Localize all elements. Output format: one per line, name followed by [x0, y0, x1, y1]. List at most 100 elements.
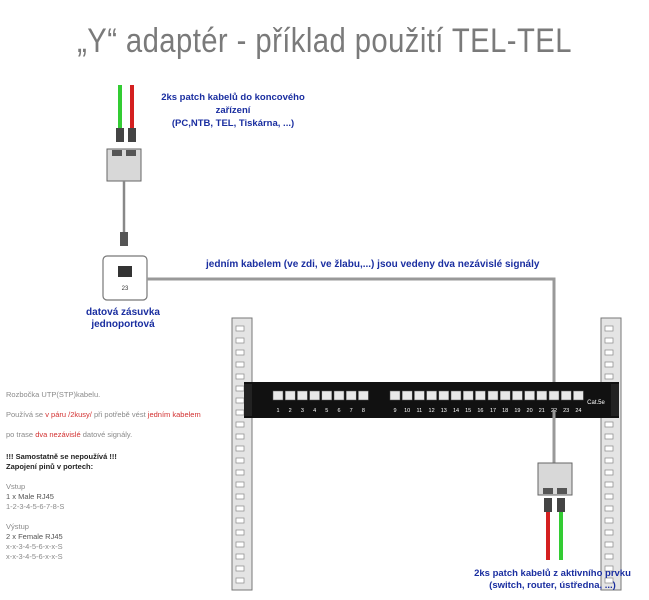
description-block: Rozbočka UTP(STP)kabelu. Používá se v pá…: [6, 390, 236, 562]
panel-port: [475, 390, 486, 401]
panel-port: [321, 390, 333, 401]
rack-hole: [604, 445, 614, 452]
panel-port: [512, 390, 523, 401]
rack-hole: [235, 445, 245, 452]
desc-input-label: Vstup: [6, 482, 26, 491]
desc-output-pins-1: x-x-3-4-5-6-x-x-S: [6, 542, 63, 551]
top-note-line2: (PC,NTB, TEL, Tiskárna, ...): [171, 118, 295, 129]
desc-line1: Rozbočka UTP(STP)kabelu.: [6, 390, 101, 399]
panel-port-number: 15: [465, 408, 471, 414]
panel-port: [389, 390, 401, 401]
panel-port-number: 23: [563, 408, 569, 414]
rack-hole: [604, 349, 614, 356]
rack-hole: [235, 553, 245, 560]
rack-hole: [604, 529, 614, 536]
bottom-patch-cables: [544, 498, 565, 560]
rack-rail-right: [600, 317, 622, 591]
panel-port: [284, 390, 296, 401]
panel-port-number: 9: [393, 408, 396, 414]
rack-hole: [235, 349, 245, 356]
rack-hole: [235, 421, 245, 428]
rack-hole: [604, 553, 614, 560]
panel-port: [309, 390, 320, 401]
panel-port-number: 17: [490, 408, 496, 414]
panel-port-number: 11: [417, 408, 423, 414]
panel-port-number: 19: [514, 408, 520, 414]
panel-port-number: 21: [539, 408, 545, 414]
socket-label-line1: datová zásuvka: [86, 307, 160, 318]
rack-hole: [604, 421, 614, 428]
rack-hole: [604, 325, 614, 332]
panel-brand: Cat.5e: [587, 400, 605, 406]
panel-port: [358, 390, 369, 401]
rack-hole: [604, 505, 614, 512]
rack-hole: [235, 325, 245, 332]
panel-port-number: 18: [502, 408, 508, 414]
rack-hole: [604, 517, 614, 524]
top-patch-cables: [116, 85, 136, 142]
socket-label-line2: jednoportová: [91, 319, 155, 330]
trunk-cable: [147, 277, 556, 390]
patch-panel: 123456789101112131415161718192021222324 …: [244, 382, 619, 418]
panel-port: [426, 390, 437, 401]
panel-port: [573, 390, 584, 401]
rack-hole: [604, 457, 614, 464]
wall-socket: 23: [102, 255, 148, 301]
panel-port: [548, 390, 560, 401]
panel-port-number: 5: [325, 408, 328, 414]
panel-port: [462, 390, 474, 401]
trunk-cable-note: jedním kabelem (ve zdi, ve žlabu,...) js…: [206, 259, 540, 270]
rack-hole: [235, 541, 245, 548]
rack-hole: [235, 385, 245, 392]
rack-hole: [235, 577, 245, 584]
rack-hole: [604, 361, 614, 368]
panel-port: [560, 390, 572, 401]
panel-port: [401, 390, 413, 401]
desc-output-type: 2 x Female RJ45: [6, 532, 63, 541]
bottom-cable-note: 2ks patch kabelů z aktivního prvku (swit…: [460, 568, 645, 592]
rack-hole: [235, 517, 245, 524]
panel-port: [536, 390, 548, 401]
panel-port-number: 14: [453, 408, 459, 414]
bottom-note-line2: (switch, router, ústředna, ...): [489, 580, 616, 591]
rack-hole: [235, 457, 245, 464]
rack-hole: [235, 337, 245, 344]
panel-port: [438, 390, 450, 401]
rack-hole: [604, 481, 614, 488]
socket-number: 23: [122, 286, 129, 292]
panel-port: [333, 390, 345, 401]
rack-hole: [604, 337, 614, 344]
rack-hole: [604, 493, 614, 500]
rack-hole: [235, 397, 245, 404]
rack-hole: [604, 373, 614, 380]
desc-output-label: Výstup: [6, 522, 29, 531]
rack-hole: [235, 493, 245, 500]
desc-input-type: 1 x Male RJ45: [6, 492, 54, 501]
panel-port-number: 10: [404, 408, 410, 414]
rack-hole: [604, 565, 614, 572]
rack-hole: [235, 433, 245, 440]
rack-hole: [604, 577, 614, 584]
panel-port-number: 4: [313, 408, 316, 414]
rack-hole: [604, 433, 614, 440]
desc-output-pins-2: x-x-3-4-5-6-x-x-S: [6, 552, 63, 561]
rack-hole: [235, 361, 245, 368]
socket-label: datová zásuvka jednoportová: [83, 307, 163, 331]
panel-port: [499, 390, 511, 401]
panel-port-number: 3: [301, 408, 304, 414]
rack-hole: [235, 565, 245, 572]
panel-port-number: 6: [337, 408, 340, 414]
panel-port-number: 7: [350, 408, 353, 414]
panel-port-number: 20: [527, 408, 533, 414]
desc-input-pins: 1-2-3-4-5-6-7-8-S: [6, 502, 65, 511]
rack-hole: [235, 505, 245, 512]
rack-hole: [235, 373, 245, 380]
rack-hole: [235, 481, 245, 488]
panel-port: [414, 390, 425, 401]
desc-line2: Používá se v páru /2kusy/ při potřebě vé…: [6, 410, 201, 419]
panel-port-number: 13: [441, 408, 447, 414]
panel-port: [487, 390, 499, 401]
y-adapter-top: [106, 148, 142, 246]
panel-port-number: 12: [429, 408, 435, 414]
